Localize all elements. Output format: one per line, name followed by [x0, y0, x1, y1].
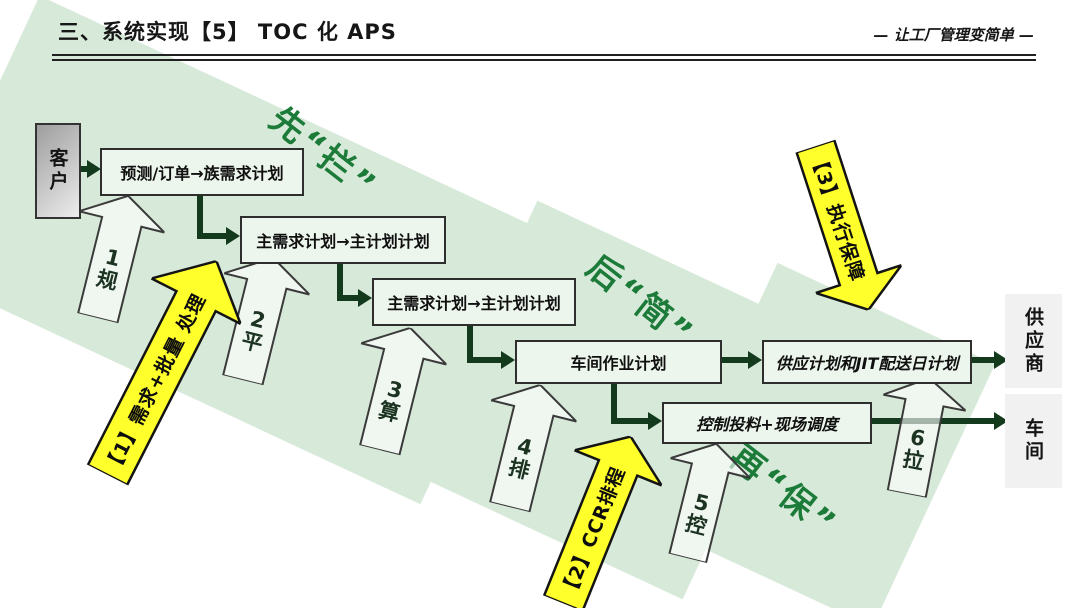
arrowhead-box3-to-box4 [501, 351, 515, 369]
arrowhead-box6-to-workshop [994, 412, 1008, 430]
connector-box1-to-box2 [197, 233, 226, 239]
flow-box-supply-jit-plan: 供应计划和JIT配送日计划 [762, 340, 972, 384]
yellow-arrow-2-ccr-scheduling: 【2】CCR排程 [520, 419, 675, 608]
arrowhead-box4-to-box6 [648, 412, 662, 430]
connector-box5-to-supplier [968, 357, 994, 363]
up-arrow-icon [866, 370, 971, 502]
flow-box-forecast-family-demand: 预测/订单→族需求计划 [100, 148, 304, 196]
arrowhead-box4-to-box5 [748, 351, 762, 369]
arrowhead-box2-to-box3 [358, 289, 372, 307]
flow-box-release-control-dispatch: 控制投料+现场调度 [662, 402, 872, 444]
yellow-arrow-3-execution-guarantee: 【3】执行保障 [773, 132, 912, 323]
endpoint-supplier-label: 供应商 [1022, 306, 1044, 376]
up-arrow-icon [200, 247, 316, 391]
connector-customer-to-box1 [77, 166, 88, 172]
up-arrow-icon [63, 238, 261, 497]
connector-box4-to-box5 [718, 357, 748, 363]
endpoint-supplier: 供应商 [1005, 294, 1062, 388]
arrowhead-customer-to-box1 [87, 160, 101, 178]
header-slogan: — 让工厂管理变简单 — [873, 26, 1034, 44]
flow-box-workshop-job-plan: 车间作业计划 [515, 340, 722, 384]
up-arrow-icon [467, 374, 583, 518]
flow-box-master-demand-plan-2: 主需求计划→主计划计划 [372, 278, 576, 326]
yellow-arrow-1-demand-batch: 【1】需求+批量 处理 [63, 238, 261, 497]
endpoint-customer: 客户 [35, 123, 81, 219]
down-arrow-icon [773, 132, 912, 323]
connector-box1-drop [197, 192, 203, 239]
connector-box3-drop [467, 322, 473, 363]
up-arrow-icon [520, 419, 675, 608]
connector-box4-to-box6 [611, 418, 648, 424]
header-divider-bottom [52, 59, 1036, 61]
connector-box2-drop [337, 260, 343, 301]
page-title: 三、系统实现【5】 TOC 化 APS [58, 20, 397, 44]
endpoint-workshop: 车间 [1005, 394, 1062, 488]
connector-box4-drop [611, 380, 617, 424]
arrowhead-box1-to-box2 [226, 227, 240, 245]
connector-box3-to-box4 [467, 357, 501, 363]
endpoint-workshop-label: 车间 [1022, 418, 1044, 464]
up-arrow-icon [337, 317, 453, 461]
header-divider-top [52, 54, 1036, 56]
up-arrow-icon [55, 185, 171, 329]
arrowhead-box5-to-supplier [994, 351, 1008, 369]
endpoint-customer-label: 客户 [46, 148, 69, 194]
flow-box-master-demand-plan: 主需求计划→主计划计划 [240, 216, 446, 264]
connector-box2-to-box3 [337, 295, 358, 301]
up-arrow-icon [648, 434, 756, 568]
